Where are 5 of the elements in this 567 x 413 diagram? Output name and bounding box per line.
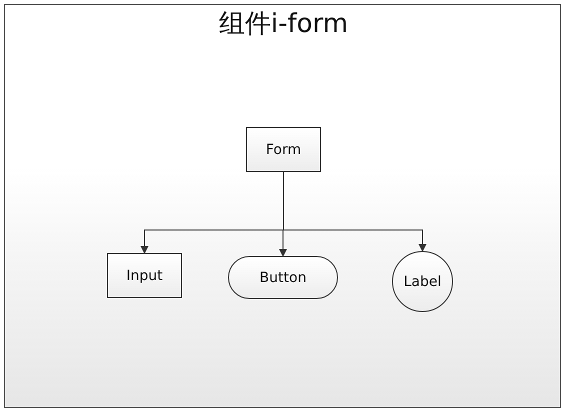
arrow <box>283 172 426 252</box>
rounded-box: Button <box>228 256 338 299</box>
process-box: Form <box>246 127 321 172</box>
process-box: Input <box>107 253 182 298</box>
title: 组件i-form <box>218 8 350 41</box>
